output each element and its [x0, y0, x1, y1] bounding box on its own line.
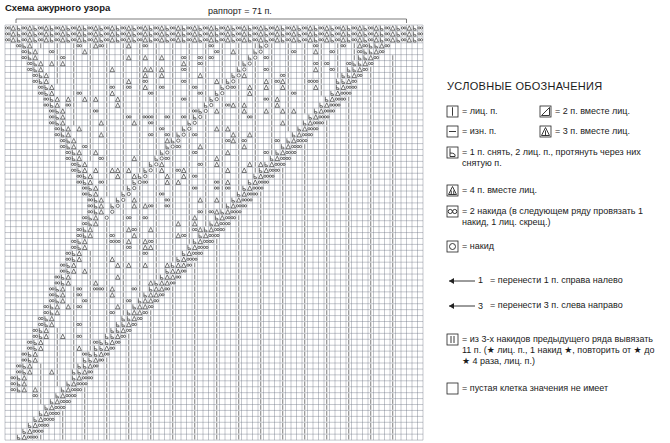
legend-text: = 3 п. вместе лиц.: [555, 126, 663, 137]
arrow-number: 3: [478, 301, 483, 312]
stitch-symbols: [5, 26, 422, 440]
repeat-label: раппорт = 71 п.: [208, 6, 272, 17]
legend-text: = перенести 1 п. справа налево: [490, 275, 665, 286]
legend-text: = 2 п. вместе лиц.: [555, 106, 663, 117]
legend-heading: УСЛОВНЫЕ ОБОЗНАЧЕНИЯ: [447, 81, 603, 92]
legend-text: = накид: [462, 241, 660, 252]
legend-text: = лиц. п.: [462, 106, 540, 117]
legend-text: = из 3-х накидов предыдущего ряда вывяза…: [462, 334, 660, 367]
repeat-bracket: [16, 19, 407, 23]
legend-text: = перенести 3 п. слева направо: [490, 300, 665, 311]
arrow-number: 1: [478, 275, 483, 286]
legend-text: = 1 п. снять, 2 лиц. п., протянуть через…: [462, 147, 660, 169]
legend-text: = пустая клетка значения не имеет: [462, 383, 660, 394]
legend-text: = 4 п. вместе лиц.: [462, 185, 660, 196]
grid-lines: [5, 25, 423, 440]
chart-title: Схема ажурного узора: [5, 2, 110, 13]
legend-text: = 2 накида (в следующем ряду провязать 1…: [462, 206, 660, 228]
legend-text: = изн. п.: [462, 126, 540, 137]
